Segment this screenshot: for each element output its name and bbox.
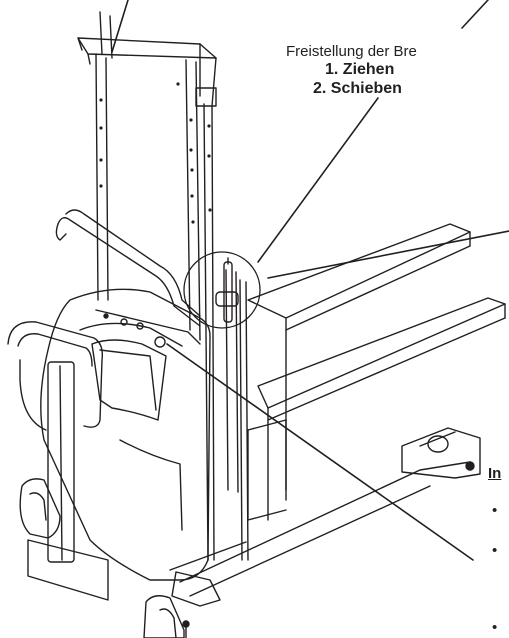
fork-left [247, 223, 471, 491]
chassis-base [169, 419, 471, 597]
callout-line-steps [257, 97, 379, 263]
callout-step-pull: 1. Ziehen [325, 61, 395, 78]
callout-label-brake-release: Freistellung der Bre [286, 43, 417, 60]
callout-step-push: 2. Schieben [313, 80, 402, 97]
bullet-1: • [492, 502, 498, 519]
callout-lines [111, 0, 509, 561]
fork-right [257, 297, 506, 521]
battery-body [40, 288, 211, 581]
section-heading-partial: In [488, 465, 502, 482]
bullet-3: • [492, 619, 498, 636]
callout-line-top-right [461, 0, 489, 29]
bullet-2: • [492, 542, 498, 559]
callout-line-right [267, 230, 509, 279]
load-roller [401, 427, 481, 479]
callout-line-top-left [111, 0, 129, 53]
mast [77, 11, 249, 561]
tiller [7, 321, 109, 601]
handle-bar [55, 209, 201, 327]
wheels [19, 478, 221, 638]
callout-line-control [166, 343, 474, 561]
brake-release-detail [183, 251, 261, 329]
